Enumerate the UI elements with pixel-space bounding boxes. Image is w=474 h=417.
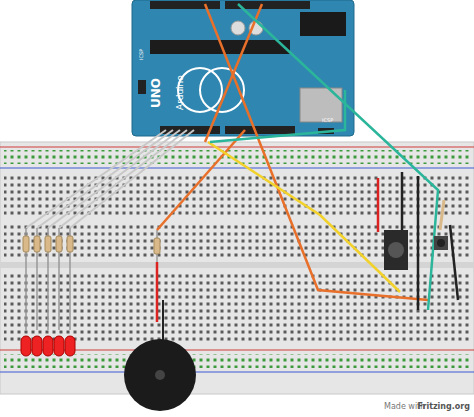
watermark: Fritzing.org: [418, 403, 471, 411]
header-label: ICSP: [139, 49, 144, 60]
led-symbols: [21, 336, 75, 356]
arduino-board: [132, 0, 354, 136]
buzzer-symbol: [124, 262, 196, 411]
breadboard: [0, 142, 474, 394]
signal-wires: [26, 130, 194, 228]
board-logo: UNO: [150, 78, 162, 108]
board-name: Arduino: [176, 75, 185, 110]
jumper-wires: [157, 4, 458, 310]
potentiometer-symbol: [384, 230, 408, 270]
pushbutton-symbol: [434, 200, 448, 250]
resistor-symbols: [23, 228, 160, 330]
header-label: ICSP: [322, 118, 333, 123]
